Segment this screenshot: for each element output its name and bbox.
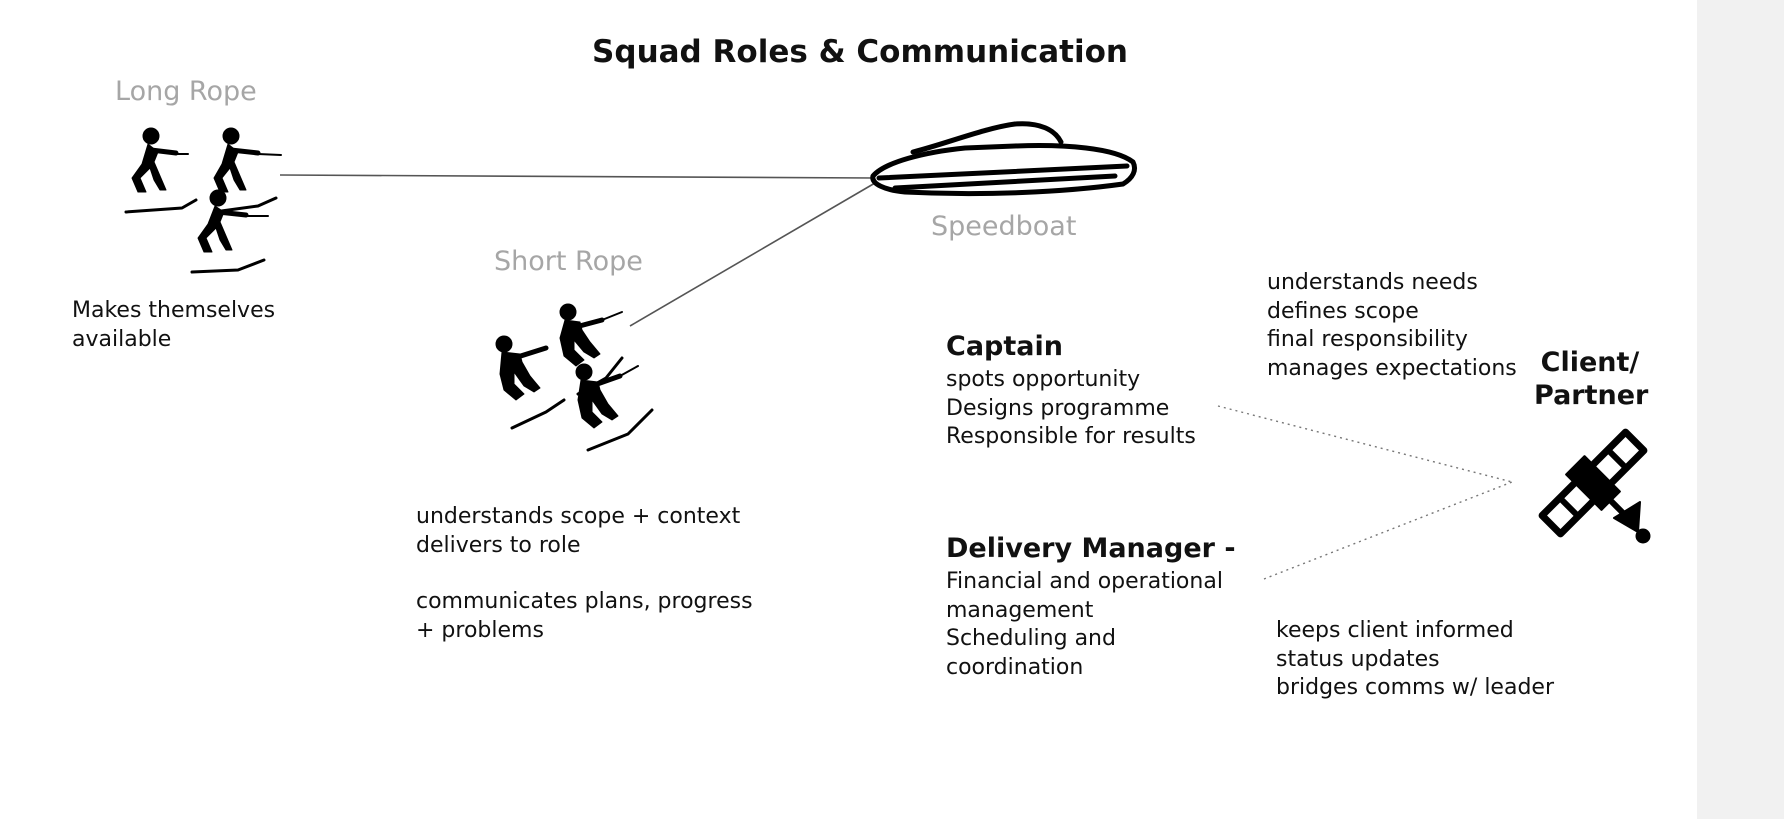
- water-skiers-icon: [124, 127, 282, 274]
- long-rope-line: [279, 174, 876, 179]
- speedboat-label: Speedboat: [931, 211, 1077, 242]
- captain-comms-line: understands needs: [1267, 270, 1478, 295]
- short-rope-desc-line: + problems: [416, 617, 544, 643]
- client-label-line: Partner: [1534, 380, 1649, 411]
- delivery-manager-desc-line: Financial and operational: [946, 569, 1223, 594]
- delivery-manager-title: Delivery Manager -: [946, 533, 1236, 564]
- delivery-manager-comms-line: status updates: [1276, 646, 1440, 672]
- captain-client-dotted-line: [1217, 405, 1513, 483]
- captain-comms-line: defines scope: [1267, 298, 1419, 324]
- delivery-manager-comms-line: keeps client informed: [1276, 618, 1514, 643]
- diagram-title: Squad Roles & Communication: [592, 34, 1128, 70]
- short-rope-desc-line: understands scope + context: [416, 504, 741, 529]
- connector-layer: [279, 174, 1513, 580]
- captain-comms-line: manages expectations: [1267, 355, 1517, 381]
- captain-desc: spots opportunity Designs programme Resp…: [946, 366, 1196, 452]
- short-rope-desc-2: communicates plans, progress + problems: [416, 588, 753, 645]
- client-label-line: Client/: [1540, 347, 1640, 378]
- captain-comms: understands needs defines scope final re…: [1267, 269, 1517, 383]
- short-rope-line: [629, 182, 876, 327]
- long-rope-desc-line: available: [72, 326, 172, 352]
- delivery-manager-comms: keeps client informed status updates bri…: [1276, 617, 1554, 703]
- client-label: Client/ Partner: [1534, 346, 1649, 412]
- captain-desc-line: Designs programme: [946, 395, 1170, 421]
- captain-desc-line: Responsible for results: [946, 424, 1196, 449]
- water-skiers-icon: [495, 303, 654, 452]
- long-rope-label: Long Rope: [115, 76, 257, 107]
- captain-title: Captain: [946, 331, 1063, 362]
- delivery-client-dotted-line: [1263, 481, 1513, 580]
- diagram-canvas: Squad Roles & Communication Long Rope Ma…: [0, 0, 1697, 819]
- delivery-manager-comms-line: bridges comms w/ leader: [1276, 675, 1554, 700]
- delivery-manager-desc-line: management: [946, 597, 1094, 623]
- satellite-icon: [1538, 428, 1651, 544]
- short-rope-desc-1: understands scope + context delivers to …: [416, 503, 740, 560]
- captain-desc-line: spots opportunity: [946, 367, 1141, 392]
- long-rope-desc-line: Makes themselves: [72, 298, 276, 323]
- short-rope-desc-line: delivers to role: [416, 532, 581, 558]
- delivery-manager-desc-line: Scheduling and: [946, 626, 1116, 651]
- long-rope-desc: Makes themselves available: [72, 297, 275, 354]
- speedboat-icon: [870, 121, 1138, 197]
- captain-comms-line: final responsibility: [1267, 327, 1468, 352]
- short-rope-label: Short Rope: [494, 246, 643, 277]
- delivery-manager-desc-line: coordination: [946, 654, 1084, 680]
- short-rope-desc-line: communicates plans, progress: [416, 589, 753, 614]
- delivery-manager-desc: Financial and operational management Sch…: [946, 568, 1223, 682]
